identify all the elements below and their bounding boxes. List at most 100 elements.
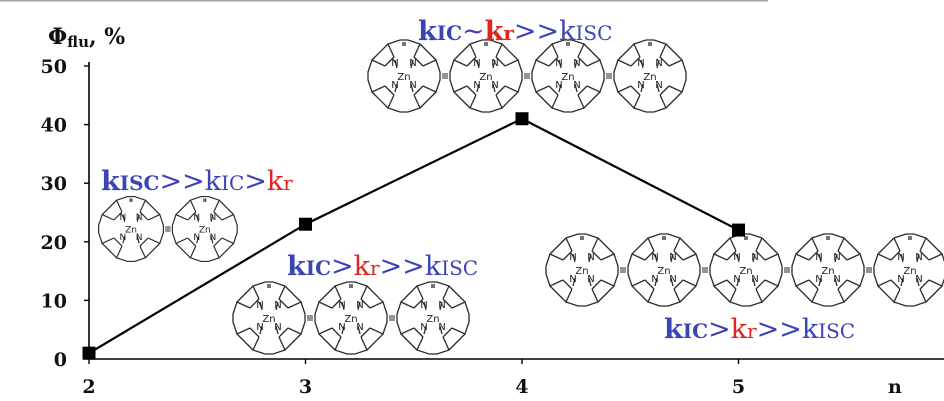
data-point-marker	[299, 217, 312, 231]
nitrogen-atom-label: N	[733, 252, 740, 263]
nitrogen-atom-label: N	[391, 80, 398, 91]
zinc-atom-label: Zn	[561, 72, 574, 83]
nitrogen-atom-label: N	[637, 80, 644, 91]
y-axis-label-unit: , %	[89, 24, 125, 50]
rate-symbol: >>	[380, 251, 425, 282]
nitrogen-atom-label: N	[915, 274, 922, 285]
y-tick-label: 50	[41, 56, 67, 78]
series-polyline	[88, 117, 740, 355]
zinc-atom-label: Zn	[739, 266, 752, 277]
nitrogen-atom-label: N	[193, 213, 200, 223]
rate-symbol: k	[205, 166, 222, 197]
zinc-atom-label: Zn	[643, 72, 656, 83]
nitrogen-atom-label: N	[833, 252, 840, 263]
nitrogen-atom-label: N	[193, 233, 200, 243]
nitrogen-atom-label: N	[555, 58, 562, 69]
zinc-atom-label: Zn	[344, 314, 357, 325]
nitrogen-atom-label: N	[587, 252, 594, 263]
nitrogen-atom-label: N	[815, 274, 822, 285]
y-axis-label-sub: flu	[67, 33, 89, 51]
nitrogen-atom-label: N	[338, 300, 345, 311]
y-axis-label: Φflu, %	[48, 24, 125, 51]
zinc-atom-label: Zn	[397, 72, 410, 83]
rate-symbol: >	[244, 166, 267, 197]
rate-symbol: k	[101, 166, 121, 197]
nitrogen-atom-label: N	[751, 274, 758, 285]
rate-annotation-n2: kISC>>kIC>kr	[101, 166, 293, 197]
nitrogen-atom-label: N	[210, 233, 217, 243]
nitrogen-atom-label: N	[473, 80, 480, 91]
zinc-atom-label: Zn	[426, 314, 439, 325]
rate-annotations: kISC>>kIC>krkIC>kr>>kISCkIC~kr>>kISCkIC>…	[101, 16, 855, 345]
nitrogen-atom-label: N	[555, 80, 562, 91]
x-tick-label: 2	[82, 376, 95, 398]
data-point-marker	[732, 223, 745, 237]
rate-symbol: k	[425, 251, 442, 282]
rate-annotation-n5: kIC>kr>>kISC	[664, 314, 855, 345]
nitrogen-atom-label: N	[409, 58, 416, 69]
nitrogen-atom-label: N	[669, 274, 676, 285]
zinc-atom-label: Zn	[903, 266, 916, 277]
rate-symbol: k	[802, 314, 819, 345]
data-point-marker	[515, 112, 529, 126]
nitrogen-atom-label: N	[651, 252, 658, 263]
nitrogen-atom-label: N	[420, 300, 427, 311]
series-line	[82, 112, 745, 360]
nitrogen-atom-label: N	[491, 58, 498, 69]
zinc-atom-label: Zn	[657, 266, 670, 277]
y-tick-label: 30	[41, 173, 67, 195]
nitrogen-atom-label: N	[573, 80, 580, 91]
rate-symbol: k	[559, 16, 576, 47]
rate-annotation-n4: kIC~kr>>kISC	[418, 16, 612, 47]
nitrogen-atom-label: N	[136, 233, 143, 243]
nitrogen-atom-label: N	[120, 233, 127, 243]
rate-subscript: IC	[683, 319, 708, 343]
nitrogen-atom-label: N	[655, 80, 662, 91]
nitrogen-atom-label: N	[655, 58, 662, 69]
rate-symbol: k	[354, 251, 371, 282]
nitrogen-atom-label: N	[569, 274, 576, 285]
nitrogen-atom-label: N	[409, 80, 416, 91]
nitrogen-atom-label: N	[733, 274, 740, 285]
nitrogen-atom-label: N	[651, 274, 658, 285]
x-tick-label: 5	[732, 376, 745, 398]
nitrogen-atom-label: N	[669, 252, 676, 263]
nitrogen-atom-label: N	[210, 213, 217, 223]
nitrogen-atom-label: N	[256, 322, 263, 333]
nitrogen-atom-label: N	[356, 300, 363, 311]
nitrogen-atom-label: N	[338, 322, 345, 333]
rate-symbol: ~	[462, 16, 485, 47]
zinc-atom-label: Zn	[199, 226, 211, 236]
zinc-atom-label: Zn	[125, 226, 137, 236]
rate-symbol: k	[485, 16, 505, 47]
nitrogen-atom-label: N	[573, 58, 580, 69]
rate-symbol: k	[664, 314, 684, 345]
nitrogen-atom-label: N	[391, 58, 398, 69]
y-tick-label: 0	[54, 349, 67, 371]
rate-subscript: IC	[306, 256, 331, 280]
svg-text:Φflu, %: Φflu, %	[48, 24, 125, 51]
rate-subscript: r	[747, 319, 757, 343]
rate-symbol: >	[331, 251, 354, 282]
zinc-atom-label: Zn	[575, 266, 588, 277]
rate-symbol: >>	[159, 166, 204, 197]
rate-symbol: >	[708, 314, 731, 345]
y-tick-label: 20	[41, 232, 67, 254]
nitrogen-atom-label: N	[438, 300, 445, 311]
nitrogen-atom-label: N	[438, 322, 445, 333]
y-tick-label: 40	[41, 115, 67, 137]
nitrogen-atom-label: N	[637, 58, 644, 69]
nitrogen-atom-label: N	[274, 322, 281, 333]
x-tick-label: 4	[515, 376, 528, 398]
rate-symbol: k	[287, 251, 307, 282]
